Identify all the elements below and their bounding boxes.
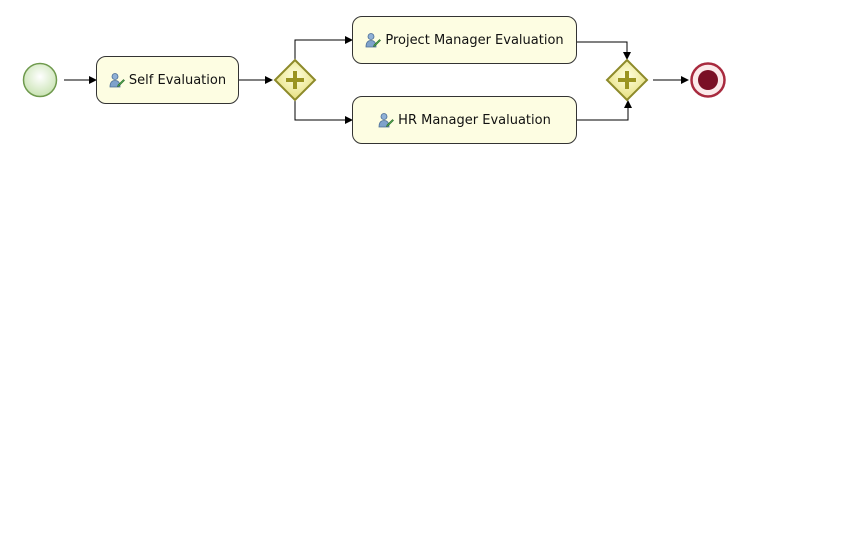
task-project-manager-evaluation[interactable]: Project Manager Evaluation — [352, 16, 577, 64]
user-task-icon — [109, 73, 125, 88]
task-label: HR Manager Evaluation — [398, 112, 551, 128]
sequence-flows — [64, 36, 689, 124]
user-task-icon — [365, 33, 382, 48]
flow-pm-to-join[interactable] — [577, 41, 631, 60]
task-hr-manager-evaluation[interactable]: HR Manager Evaluation — [352, 96, 577, 144]
flow-split-to-hr[interactable] — [294, 100, 353, 124]
flow-hr-to-join[interactable] — [577, 100, 632, 121]
parallel-gateway-join[interactable] — [605, 58, 649, 102]
user-task-icon — [378, 113, 395, 128]
task-label: Self Evaluation — [128, 72, 227, 88]
task-self-evaluation[interactable]: Self Evaluation — [96, 56, 239, 104]
parallel-gateway-split[interactable] — [273, 58, 317, 102]
task-label: Project Manager Evaluation — [385, 32, 564, 48]
start-event[interactable] — [22, 62, 58, 98]
end-event[interactable] — [690, 62, 726, 98]
start-event-icon — [22, 62, 58, 98]
flow-split-to-pm[interactable] — [294, 36, 353, 60]
